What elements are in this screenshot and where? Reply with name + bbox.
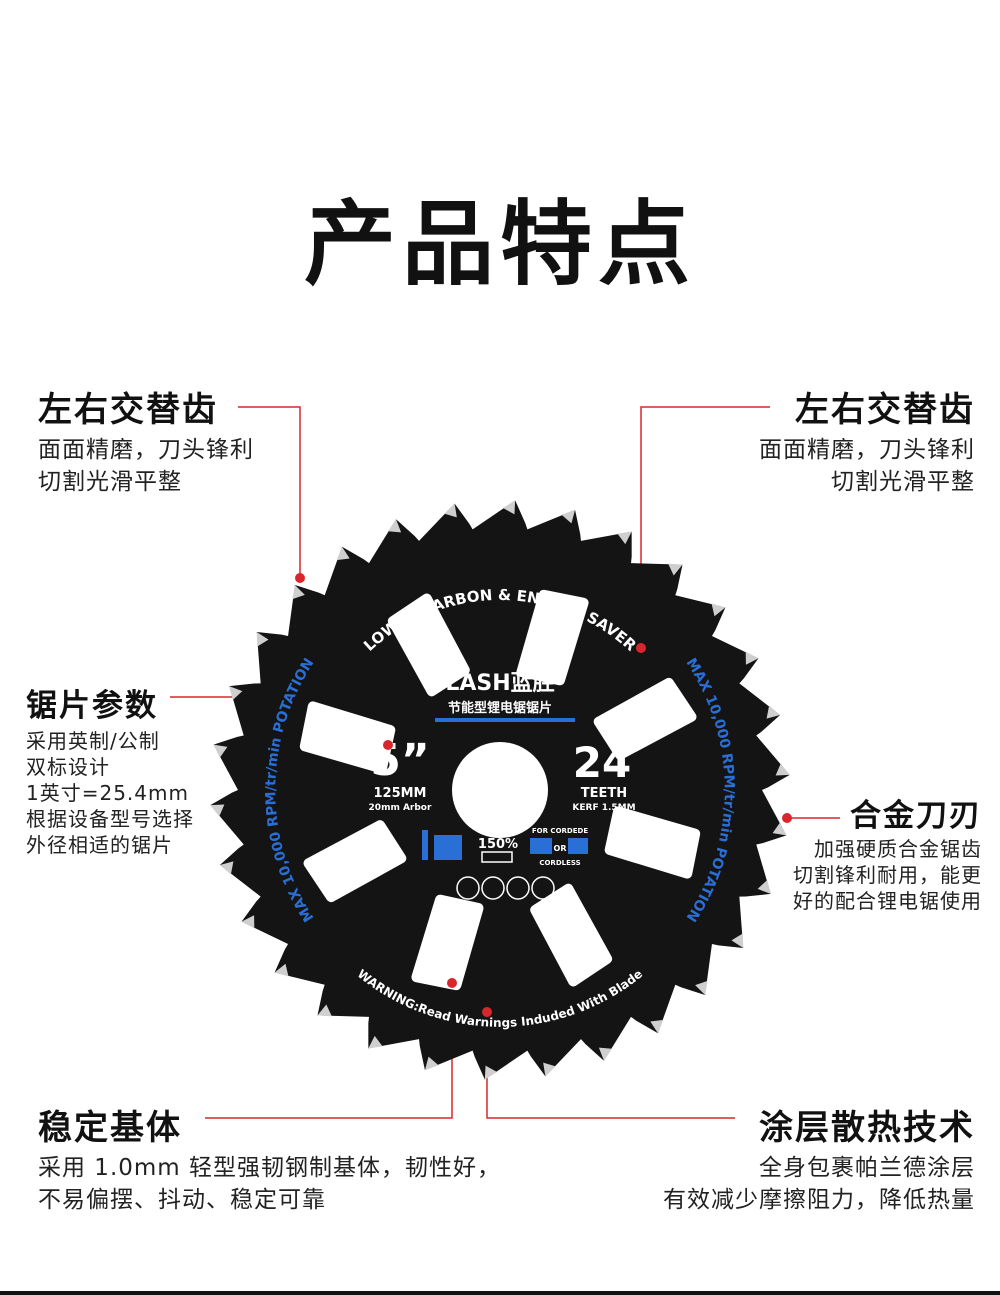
- brand-logo: LASH蓝胜: [445, 671, 554, 696]
- cooling-slot: [411, 894, 484, 991]
- desc-line: 面面精磨，刀头锋利: [38, 437, 254, 463]
- callout-dot: [636, 643, 646, 653]
- carbide-tip: [274, 963, 289, 977]
- efficiency-label: 150%: [478, 837, 518, 852]
- battery-icon: [481, 851, 513, 863]
- desc-line: 1英寸=25.4mm: [26, 781, 189, 805]
- product-name: 节能型锂电锯锯片: [448, 700, 552, 716]
- desc-line: 外径相适的锯片: [26, 833, 173, 857]
- carbide-tip: [229, 686, 243, 701]
- gloves-safety-icon: [456, 876, 480, 900]
- feature-desc-bottom-right: 全身包裹帕兰德涂层 有效减少摩擦阻力，降低热量: [663, 1152, 975, 1216]
- carbide-tip: [444, 503, 457, 518]
- arbor-label: 20mm Arbor: [369, 803, 432, 813]
- carbide-tip: [731, 933, 744, 948]
- desc-line: 不易偏摆、抖动、稳定可靠: [38, 1187, 326, 1213]
- carbide-tip: [745, 651, 759, 665]
- desc-line: 面面精磨，刀头锋利: [759, 437, 975, 463]
- carbide-tip: [543, 1062, 556, 1077]
- carbide-tip: [241, 915, 255, 929]
- carbide-tip: [210, 804, 225, 817]
- callout-dot: [295, 573, 305, 583]
- carbide-tips: [210, 500, 790, 1080]
- desc-line: 切割锋利耐用，能更: [793, 863, 982, 887]
- carbide-tip: [256, 632, 269, 647]
- carbide-tip: [368, 1035, 383, 1049]
- diameter-label: 125MM: [373, 786, 426, 801]
- callout-dot: [782, 813, 792, 823]
- feature-desc-mid-left: 采用英制/公制 双标设计 1英寸=25.4mm 根据设备型号选择 外径相适的锯片: [26, 728, 194, 858]
- cordless-battery-icon: [568, 838, 588, 854]
- feature-title-mid-right: 合金刀刃: [850, 798, 982, 834]
- callout-dot: [482, 1007, 492, 1017]
- desc-line: 有效减少摩擦阻力，降低热量: [663, 1187, 975, 1213]
- carbide-tip: [292, 584, 305, 600]
- carbide-tip: [424, 1056, 439, 1071]
- tooth-icon: [422, 830, 428, 860]
- cooling-slot: [604, 806, 701, 879]
- ear-protection-icon: [531, 876, 555, 900]
- corded-plug-icon: [530, 838, 552, 854]
- teeth-label: TEETH: [581, 786, 627, 801]
- carbide-tip: [336, 546, 350, 561]
- carbide-tip: [757, 879, 771, 894]
- page-title: 产品特点: [303, 191, 696, 298]
- bottom-divider: [0, 1291, 1000, 1295]
- desc-line: 根据设备型号选择: [26, 807, 194, 831]
- size-label: 5”: [370, 735, 430, 786]
- carbide-tip: [484, 1065, 498, 1080]
- carbide-tip: [213, 744, 228, 758]
- feature-title-bottom-left: 稳定基体: [38, 1108, 182, 1148]
- accent-bar: [435, 718, 575, 722]
- kerf-label: KERF 1.5MM: [572, 803, 635, 813]
- goggles-safety-icon: [506, 876, 530, 900]
- carbide-tip: [561, 509, 576, 524]
- desc-line: 好的配合锂电锯使用: [793, 889, 982, 913]
- carbide-tip: [711, 603, 726, 617]
- teeth-count: 24: [573, 738, 631, 787]
- feature-desc-bottom-left: 采用 1.0mm 轻型强韧钢制基体，韧性好， 不易偏摆、抖动、稳定可靠: [38, 1152, 501, 1216]
- cordless-label: CORDLESS: [539, 859, 580, 867]
- feature-desc-top-right: 面面精磨，刀头锋利 切割光滑平整: [759, 434, 975, 498]
- for-corded-label: FOR CORDEDE: [532, 827, 588, 835]
- feature-title-bottom-right: 涂层散热技术: [759, 1108, 975, 1148]
- desc-line: 双标设计: [26, 755, 110, 779]
- mask-safety-icon: [481, 876, 505, 900]
- callout-dot: [447, 978, 457, 988]
- feature-title-top-right: 左右交替齿: [795, 390, 975, 430]
- cooling-slot: [303, 820, 407, 903]
- desc-line: 全身包裹帕兰德涂层: [759, 1155, 975, 1181]
- desc-line: 采用英制/公制: [26, 729, 160, 753]
- feature-title-mid-left: 锯片参数: [26, 688, 158, 724]
- or-label: OR: [554, 844, 567, 853]
- carbide-tip: [617, 531, 632, 545]
- carbide-tip: [219, 861, 234, 875]
- feature-desc-mid-right: 加强硬质合金锯齿 切割锋利耐用，能更 好的配合锂电锯使用: [793, 836, 982, 914]
- carbide-tip: [650, 1019, 664, 1034]
- callout-dot: [383, 740, 393, 750]
- feature-title-top-left: 左右交替齿: [38, 390, 218, 430]
- cut-icon: [434, 835, 462, 860]
- carbide-tip: [598, 1047, 612, 1061]
- desc-line: 加强硬质合金锯齿: [814, 837, 982, 861]
- carbide-tip: [317, 1004, 332, 1017]
- desc-line: 切割光滑平整: [38, 469, 182, 495]
- cooling-slot: [593, 677, 697, 760]
- carbide-tip: [695, 980, 708, 996]
- desc-line: 采用 1.0mm 轻型强韧钢制基体，韧性好，: [38, 1155, 502, 1181]
- cooling-slot: [516, 589, 589, 686]
- carbide-tip: [766, 705, 781, 719]
- feature-desc-top-left: 面面精磨，刀头锋利 切割光滑平整: [38, 434, 254, 498]
- carbide-tip: [668, 563, 683, 576]
- carbide-tip: [502, 500, 516, 515]
- carbide-tip: [388, 519, 402, 533]
- carbide-tip: [775, 763, 790, 776]
- carbide-tip: [772, 822, 787, 836]
- cooling-slot: [530, 883, 613, 987]
- desc-line: 切割光滑平整: [831, 469, 975, 495]
- cooling-slot: [387, 593, 470, 697]
- arbor-hole: [452, 742, 548, 838]
